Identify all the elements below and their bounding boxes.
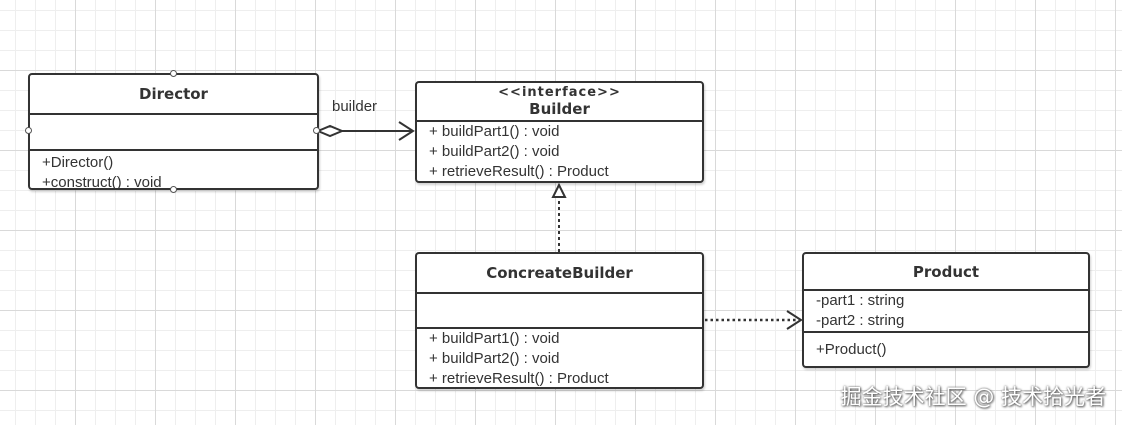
aggregation-label: builder — [332, 98, 378, 115]
director-attributes-section — [30, 115, 317, 151]
director-method: +Director() — [42, 154, 114, 171]
builder-name: Builder — [529, 99, 590, 118]
product-name: Product — [912, 262, 980, 281]
director-port-left[interactable] — [25, 127, 32, 134]
aggregation-arrowhead — [398, 121, 415, 141]
aggregation-diamond — [315, 124, 345, 138]
concrete-builder-method: + buildPart2() : void — [429, 350, 560, 367]
director-methods-section: +Director() +construct() : void — [30, 151, 317, 193]
concrete-builder-methods-section: + buildPart1() : void + buildPart2() : v… — [417, 329, 702, 389]
builder-method: + buildPart1() : void — [429, 123, 560, 140]
director-name-section: Director — [30, 75, 317, 115]
class-director[interactable]: Director +Director() +construct() : void — [28, 73, 319, 193]
dependency-arrowhead — [786, 310, 803, 330]
class-product[interactable]: Product -part1 : string -part2 : string … — [802, 252, 1090, 368]
realization-triangle — [551, 182, 567, 198]
product-method: +Product() — [816, 341, 887, 358]
product-attributes-section: -part1 : string -part2 : string — [804, 291, 1088, 333]
builder-methods-section: + buildPart1() : void + buildPart2() : v… — [417, 122, 702, 182]
director-port-right[interactable] — [313, 127, 320, 134]
builder-method: + retrieveResult() : Product — [429, 163, 609, 180]
concrete-builder-name-section: ConcreateBuilder — [417, 254, 702, 294]
director-name: Director — [139, 85, 208, 103]
builder-name-section: <<interface>> Builder — [417, 83, 702, 122]
product-name-section: Product — [804, 254, 1088, 291]
director-port-top[interactable] — [170, 70, 177, 77]
concrete-builder-attributes-section — [417, 294, 702, 329]
class-builder[interactable]: <<interface>> Builder + buildPart1() : v… — [415, 81, 704, 183]
product-attribute: -part2 : string — [816, 312, 905, 329]
concrete-builder-name: ConcreateBuilder — [486, 264, 633, 282]
product-methods-section: +Product() — [804, 333, 1088, 360]
concrete-builder-method: + retrieveResult() : Product — [429, 370, 609, 387]
director-port-bottom[interactable] — [170, 186, 177, 193]
director-method: +construct() : void — [42, 174, 162, 191]
builder-method: + buildPart2() : void — [429, 143, 560, 160]
class-concrete-builder[interactable]: ConcreateBuilder + buildPart1() : void +… — [415, 252, 704, 389]
builder-stereotype: <<interface>> — [498, 84, 621, 100]
product-attribute: -part1 : string — [816, 292, 905, 309]
concrete-builder-method: + buildPart1() : void — [429, 330, 560, 347]
watermark-text: 掘金技术社区 @ 技术拾光者 — [840, 385, 1106, 409]
